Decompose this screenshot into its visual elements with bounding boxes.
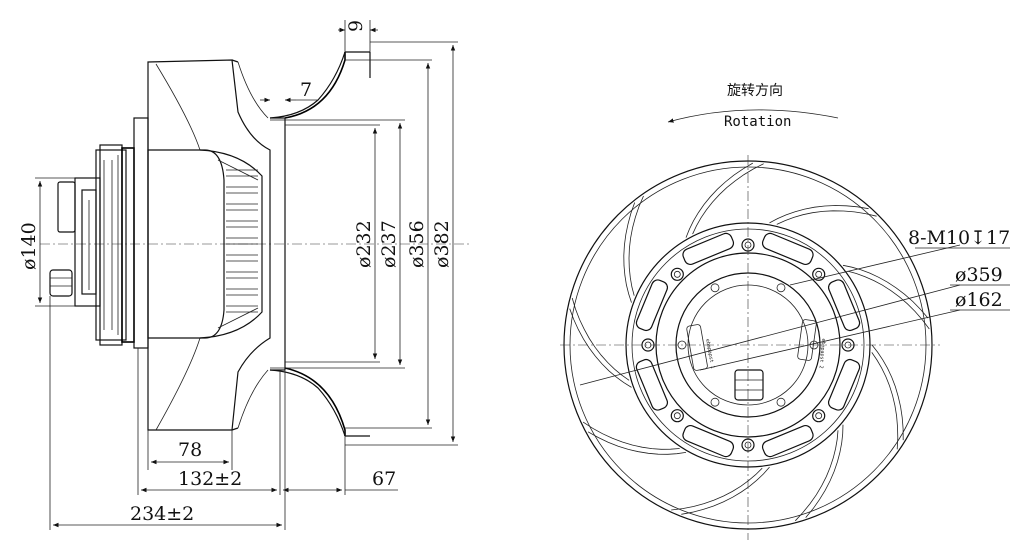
front-slots — [635, 232, 861, 458]
dim-132: 132±2 — [178, 468, 242, 490]
side-view: 9 7 ø232 ø237 ø356 ø382 ø140 78 132±2 67… — [18, 20, 470, 530]
svg-text:ebmpapst 1: ebmpapst 1 — [704, 338, 715, 369]
dim-d359: ø359 — [955, 264, 1003, 286]
dim-d162: ø162 — [955, 289, 1003, 311]
rotation-label-en: Rotation — [724, 114, 791, 130]
motor-terminal-box — [49, 177, 101, 307]
rotation-label-cn: 旋转方向 — [727, 83, 783, 99]
impeller-blades — [147, 59, 271, 431]
dim-78: 78 — [178, 439, 202, 461]
svg-text:ebmpapst 2: ebmpapst 2 — [818, 338, 827, 369]
dim-d237: ø237 — [378, 220, 400, 268]
dim-gap-top: 9 — [345, 20, 367, 32]
front-blades — [569, 162, 930, 522]
dim-d140: ø140 — [18, 222, 40, 270]
dim-234: 234±2 — [130, 503, 194, 525]
dimension-lines-side — [35, 20, 458, 530]
dim-d382: ø382 — [431, 220, 453, 268]
dim-d232: ø232 — [353, 220, 375, 268]
front-view: ebmpapst 1 ebmpapst 2 旋转方向 Rotation 8-M1… — [560, 83, 1010, 540]
inlet-shroud — [269, 51, 371, 437]
dim-67: 67 — [372, 468, 396, 490]
dim-blade-edge: 7 — [300, 79, 312, 101]
motor-body — [95, 117, 149, 349]
dim-d356: ø356 — [406, 220, 428, 268]
dim-bolts: 8-M10↧17 — [908, 227, 1010, 249]
hub-with-fins — [147, 149, 263, 339]
